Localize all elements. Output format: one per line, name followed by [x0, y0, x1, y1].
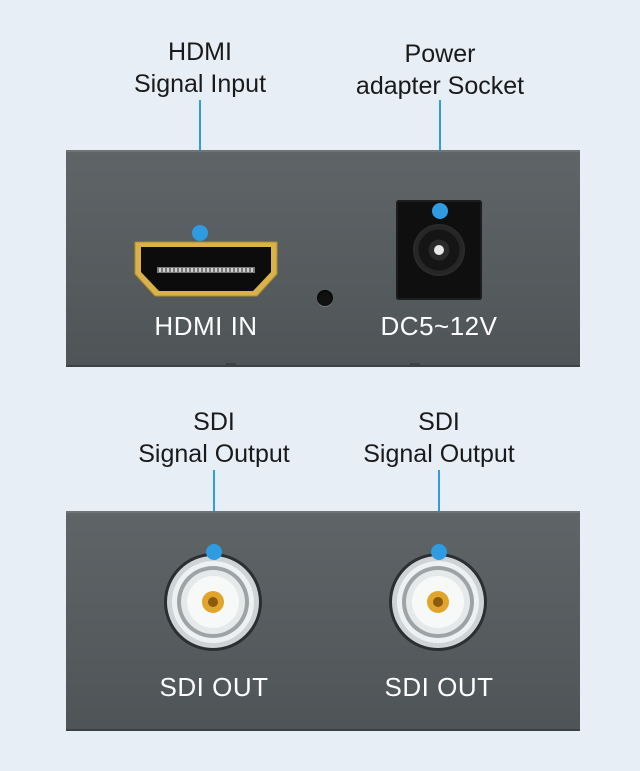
hdmi-input-callout-line2: Signal Input	[133, 70, 267, 98]
dc-jack-pin	[434, 245, 444, 255]
sdi-output-1-callout-dot	[206, 544, 222, 560]
hdmi-in-label: HDMI IN	[154, 311, 258, 341]
hdmi-input-callout: HDMI Signal Input	[134, 36, 266, 100]
power-socket-callout: Power adapter Socket	[356, 38, 524, 102]
top-panel-foot-left	[226, 363, 236, 367]
power-socket-callout-dot	[432, 203, 448, 219]
status-led	[317, 290, 333, 306]
dc-voltage-label: DC5~12V	[380, 311, 498, 341]
power-socket-callout-line2: adapter Socket	[355, 72, 525, 100]
power-socket-callout-line1: Power	[404, 40, 476, 68]
hdmi-port	[133, 240, 279, 298]
sdi-output-2-callout: SDI Signal Output	[363, 406, 515, 470]
sdi-output-2-callout-line2: Signal Output	[363, 440, 515, 468]
sdi-output-2-callout-line1: SDI	[418, 408, 460, 436]
sdi-out-1-bnc-connector	[163, 552, 263, 652]
sdi-out-1-label: SDI OUT	[159, 672, 269, 702]
sdi-output-1-callout-line1: SDI	[193, 408, 235, 436]
sdi-output-2-callout-dot	[431, 544, 447, 560]
hdmi-input-callout-line1: HDMI	[168, 38, 232, 66]
sdi-out-2-bnc-connector	[388, 552, 488, 652]
sdi-output-1-callout-line2: Signal Output	[138, 440, 290, 468]
sdi-output-1-callout: SDI Signal Output	[138, 406, 290, 470]
hdmi-input-callout-dot	[192, 225, 208, 241]
top-panel-foot-right	[410, 363, 420, 367]
sdi-out-2-label: SDI OUT	[384, 672, 494, 702]
bottom-device-panel	[66, 511, 580, 729]
